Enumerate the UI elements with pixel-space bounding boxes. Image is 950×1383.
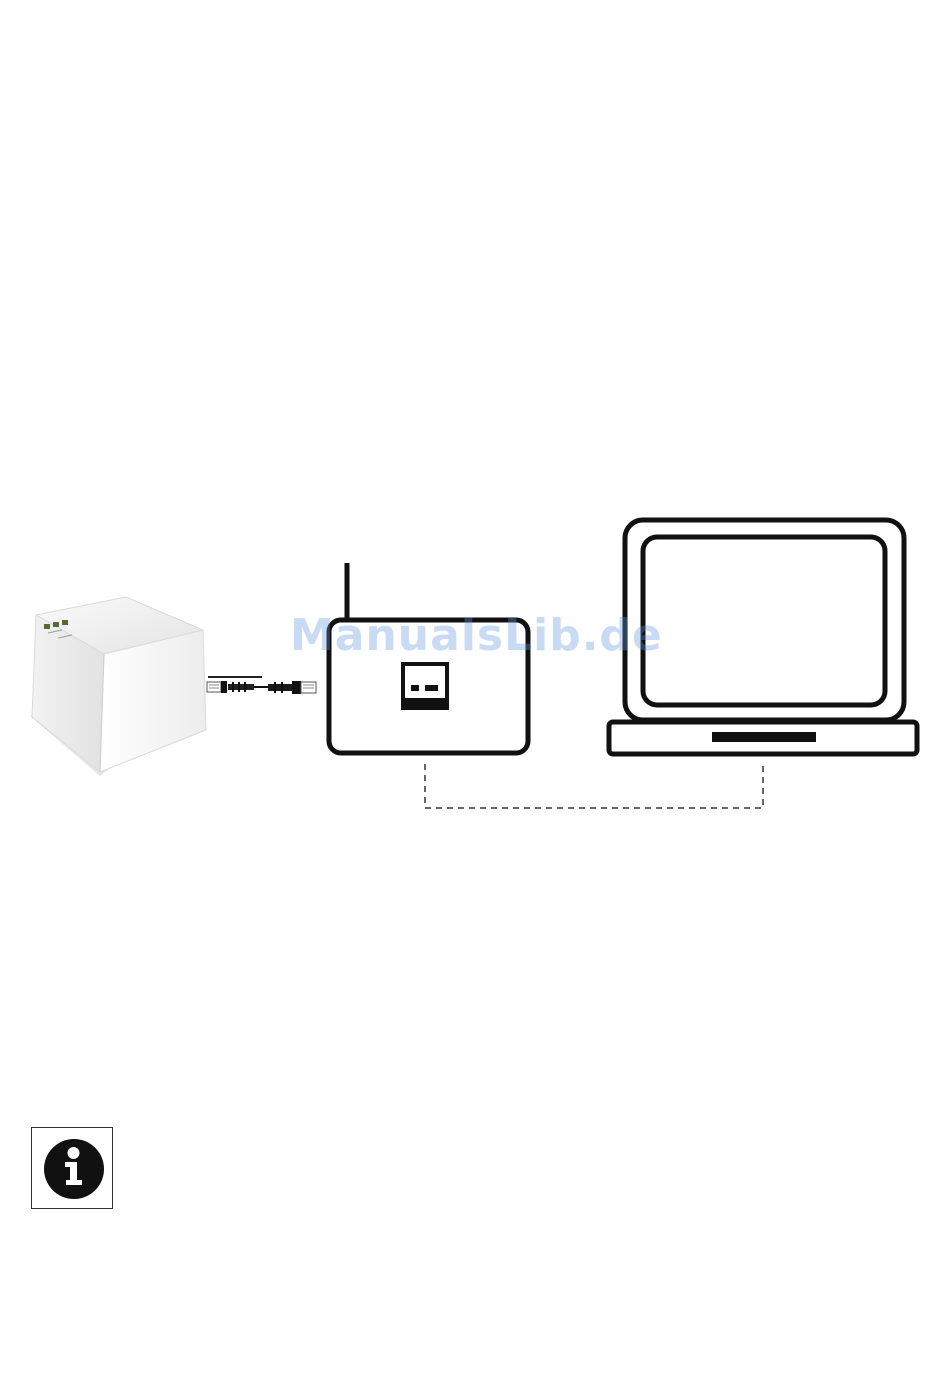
router-icon [329,563,528,753]
dashed-connection-line [425,764,763,808]
laptop-icon [609,520,917,754]
ethernet-cable-icon [207,676,316,694]
info-box [31,1127,113,1209]
cube-gateway-icon [30,597,206,776]
info-icon [32,1128,112,1208]
